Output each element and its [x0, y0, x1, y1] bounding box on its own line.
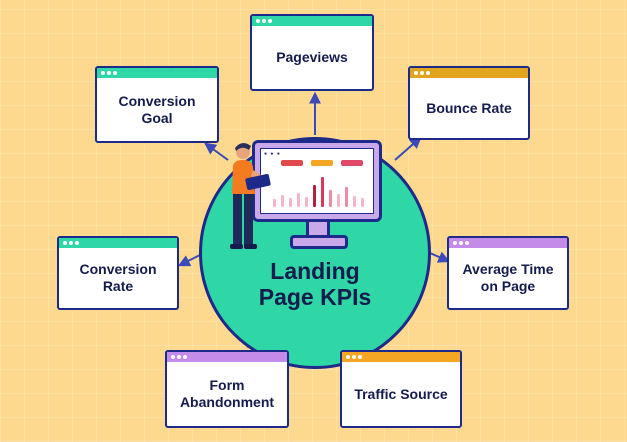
card-bounce-rate: Bounce Rate — [408, 66, 530, 140]
card-form-abandonment: Form Abandonment — [165, 350, 289, 428]
window-dots-icon — [171, 355, 175, 359]
arrow-conversion-rate — [177, 254, 201, 267]
monitor-base — [290, 235, 348, 249]
card-label: Form Abandonment — [179, 377, 275, 410]
card-label: Conversion Goal — [118, 92, 196, 126]
card-label: Traffic Source — [354, 385, 448, 402]
monitor-dashboard-icon: ● ● ● — [252, 140, 382, 222]
hub-circle: Landing Page KPIs — [199, 137, 431, 369]
card-titlebar — [167, 352, 287, 362]
card-traffic-source: Traffic Source — [340, 350, 462, 428]
card-average-time-on-page: Average Time on Page — [447, 236, 569, 310]
card-label: Bounce Rate — [426, 99, 512, 116]
hub-title-line1: Landing — [270, 258, 360, 284]
card-titlebar — [410, 68, 528, 78]
card-titlebar — [342, 352, 460, 362]
card-pageviews: Pageviews — [250, 14, 374, 91]
window-dots-icon — [63, 241, 67, 245]
hub-title: Landing Page KPIs — [202, 258, 428, 310]
card-label: Pageviews — [276, 49, 348, 65]
card-titlebar — [59, 238, 177, 248]
card-titlebar — [449, 238, 567, 248]
card-conversion-rate: Conversion Rate — [57, 236, 179, 310]
arrow-bounce-rate — [394, 136, 422, 161]
card-label: Conversion Rate — [79, 261, 157, 294]
monitor-stand — [306, 222, 330, 236]
dashboard-screen: ● ● ● — [260, 148, 374, 214]
window-dots-icon — [414, 71, 418, 75]
window-dots-icon — [256, 19, 260, 23]
hub-title-line2: Page KPIs — [258, 284, 372, 310]
window-dots-icon — [346, 355, 350, 359]
window-dots-icon — [101, 71, 105, 75]
window-dots-icon — [453, 241, 457, 245]
arrow-average-time — [429, 251, 451, 263]
card-conversion-goal: Conversion Goal — [95, 66, 219, 143]
card-titlebar — [97, 68, 217, 78]
card-label: Average Time on Page — [462, 261, 554, 294]
person-with-laptop-icon — [230, 142, 271, 249]
arrow-conversion-goal — [204, 142, 229, 161]
card-titlebar — [252, 16, 372, 26]
